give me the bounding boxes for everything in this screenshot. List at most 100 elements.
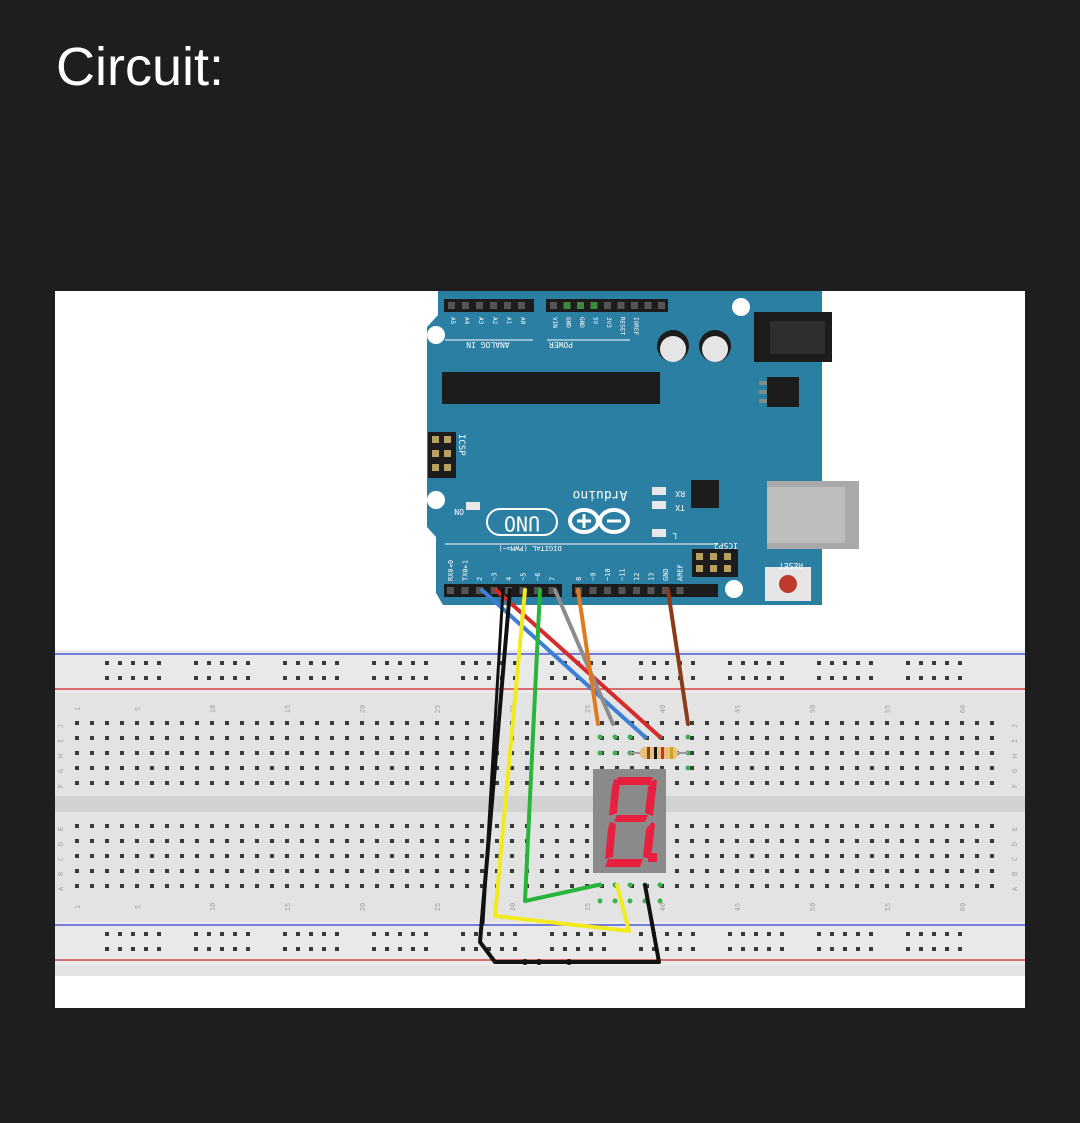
rx-label: RX: [675, 489, 685, 498]
breadboard-hole: [450, 824, 454, 828]
rail-hole: [398, 932, 402, 936]
rail-hole: [869, 947, 873, 951]
breadboard-hole: [420, 854, 424, 858]
breadboard-hole: [255, 736, 259, 740]
breadboard-hole: [585, 839, 589, 843]
breadboard-hole: [105, 751, 109, 755]
rail-hole: [665, 932, 669, 936]
breadboard-hole: [120, 766, 124, 770]
breadboard-hole: [990, 721, 994, 725]
breadboard-hole: [840, 839, 844, 843]
breadboard-hole: [735, 884, 739, 888]
breadboard-hole: [705, 766, 709, 770]
breadboard-hole: [540, 721, 544, 725]
breadboard-hole: [360, 869, 364, 873]
breadboard-hole: [720, 884, 724, 888]
breadboard-hole: [540, 781, 544, 785]
breadboard-hole: [360, 839, 364, 843]
row-letter: C: [1011, 857, 1019, 861]
rail-hole: [906, 661, 910, 665]
breadboard-hole: [405, 766, 409, 770]
display-pin: [657, 882, 663, 888]
rail-hole: [945, 947, 949, 951]
icsp-pin: [444, 464, 451, 471]
digital-pin-label: 4: [505, 577, 513, 581]
rail-hole: [563, 947, 567, 951]
rail-hole: [144, 676, 148, 680]
breadboard-hole: [495, 854, 499, 858]
breadboard-hole: [135, 736, 139, 740]
power-pin-label: 5V: [592, 317, 599, 325]
rail-hole: [602, 947, 606, 951]
breadboard-hole: [600, 721, 604, 725]
breadboard-hole: [735, 736, 739, 740]
breadboard-hole: [405, 869, 409, 873]
breadboard-hole: [210, 854, 214, 858]
breadboard-hole: [210, 869, 214, 873]
rail-hole: [741, 676, 745, 680]
rail-hole: [157, 947, 161, 951]
breadboard-hole: [690, 824, 694, 828]
breadboard-hole: [330, 751, 334, 755]
rail-hole: [869, 661, 873, 665]
rail-hole: [869, 932, 873, 936]
tx-led: [652, 501, 666, 509]
header-pin: [490, 587, 498, 594]
breadboard-hole: [360, 766, 364, 770]
breadboard-hole: [540, 884, 544, 888]
rail-hole: [958, 932, 962, 936]
breadboard-hole: [240, 766, 244, 770]
icsp2-pin: [724, 565, 731, 572]
breadboard-hole: [300, 884, 304, 888]
column-number: 50: [809, 705, 817, 713]
breadboard-hole: [780, 854, 784, 858]
breadboard-hole: [735, 824, 739, 828]
breadboard-hole: [975, 751, 979, 755]
header-pin: [550, 302, 557, 309]
breadboard-hole: [270, 839, 274, 843]
breadboard-hole: [555, 869, 559, 873]
rail-hole: [487, 676, 491, 680]
rail-hole: [767, 676, 771, 680]
breadboard-hole: [795, 869, 799, 873]
power-pin-label: GND: [565, 317, 572, 328]
column-number: 45: [734, 705, 742, 713]
breadboard-hole: [675, 824, 679, 828]
rail-hole: [767, 947, 771, 951]
rail-hole: [424, 932, 428, 936]
rail-hole: [487, 932, 491, 936]
icsp-pin: [432, 436, 439, 443]
rail-hole: [691, 661, 695, 665]
rail-hole: [665, 676, 669, 680]
rail-hole: [728, 661, 732, 665]
breadboard-hole: [360, 781, 364, 785]
header-pin: [676, 587, 684, 594]
rail-hole: [220, 661, 224, 665]
rail-hole: [830, 932, 834, 936]
header-pin: [633, 587, 640, 594]
breadboard-hole: [570, 824, 574, 828]
tx-label: TX: [675, 503, 685, 512]
breadboard-hole: [195, 766, 199, 770]
rail-hole: [220, 932, 224, 936]
breadboard-hole: [690, 839, 694, 843]
seven-segment-display: [593, 734, 691, 904]
breadboard-hole: [930, 884, 934, 888]
breadboard-hole: [315, 751, 319, 755]
breadboard-hole: [945, 869, 949, 873]
breadboard-hole: [420, 824, 424, 828]
rail-hole: [118, 661, 122, 665]
breadboard-hole: [885, 839, 889, 843]
breadboard-hole: [915, 824, 919, 828]
breadboard-hole: [810, 869, 814, 873]
breadboard: 1155101015152020252530303535404045455050…: [55, 650, 1025, 976]
breadboard-hole: [510, 884, 514, 888]
header-pin: [662, 587, 669, 594]
rail-hole: [728, 676, 732, 680]
breadboard-hole: [255, 869, 259, 873]
breadboard-hole: [435, 884, 439, 888]
rail-hole: [550, 661, 554, 665]
voltage-regulator: [767, 377, 799, 407]
breadboard-hole: [315, 781, 319, 785]
breadboard-hole: [825, 751, 829, 755]
